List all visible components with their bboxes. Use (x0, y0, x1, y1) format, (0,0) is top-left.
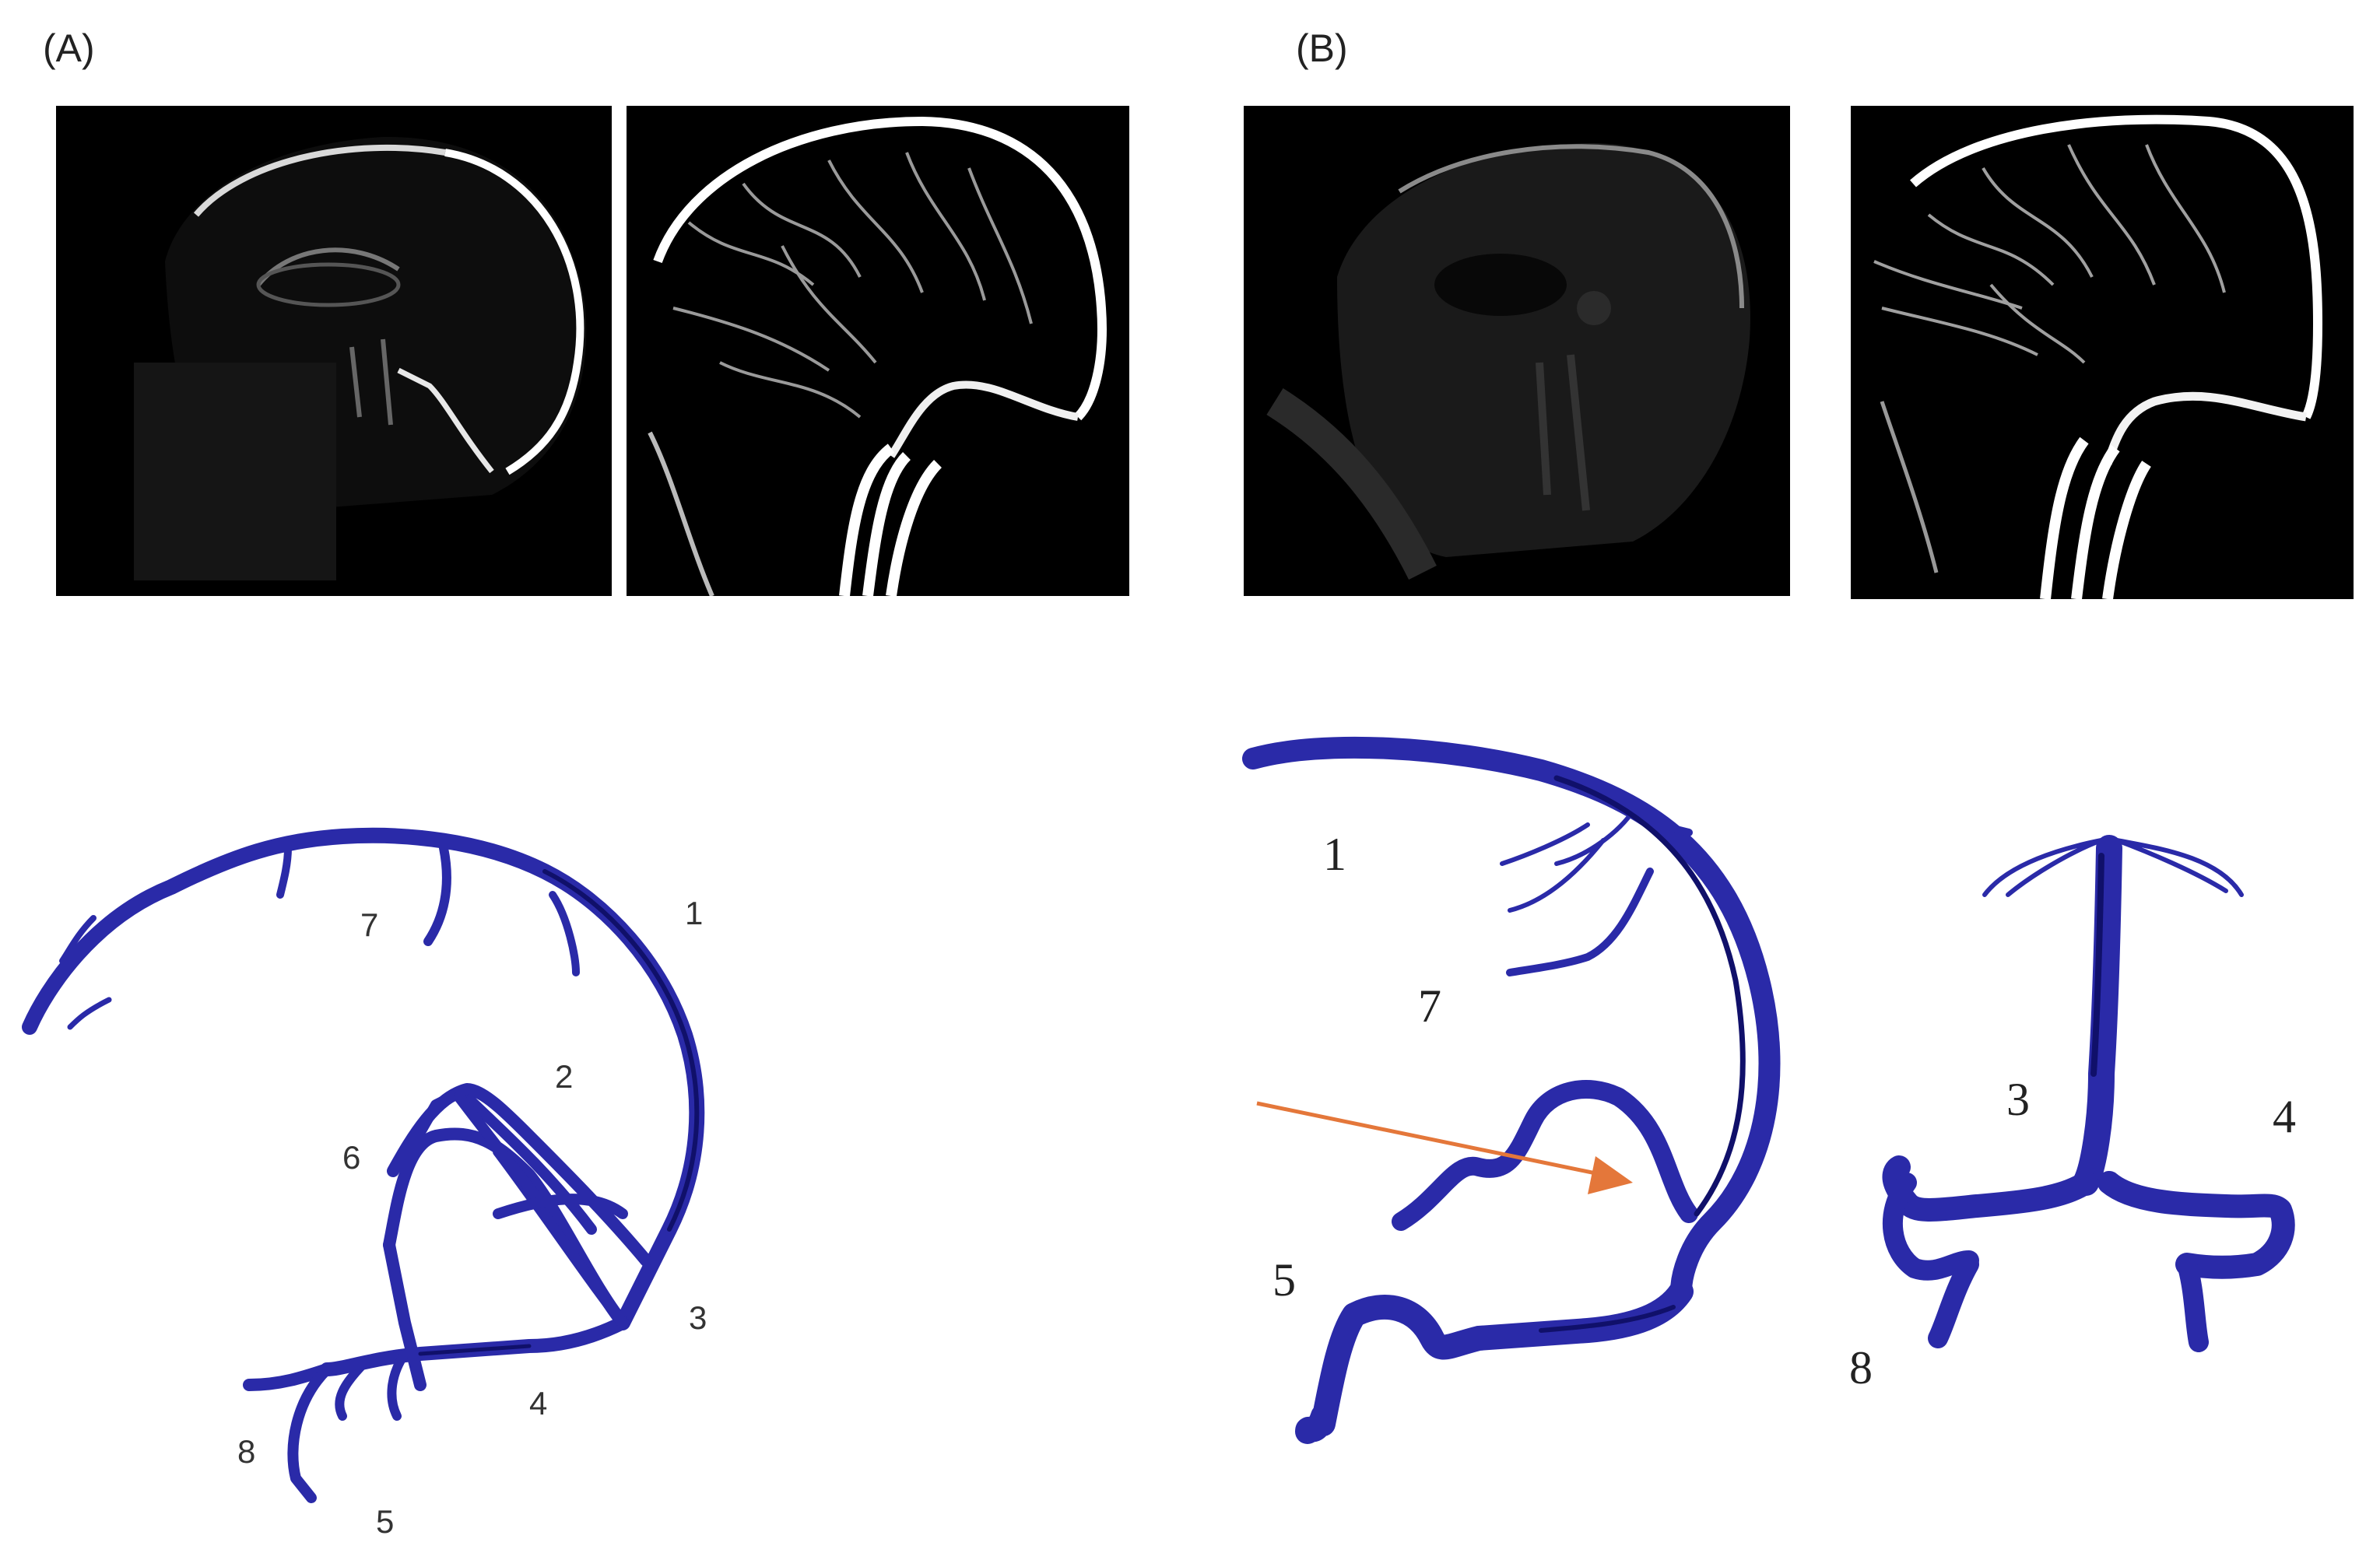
vessel-tree-b-coronal (1882, 835, 2295, 1352)
vessel-label-2: 2 (555, 1058, 573, 1095)
vessel-label-5: 5 (376, 1503, 394, 1540)
vessel-label-3: 3 (2006, 1074, 2030, 1125)
vessel-label-8: 8 (1849, 1342, 1873, 1393)
labels-a: 1 2 3 4 5 6 7 8 (237, 895, 707, 1540)
vessel-tree-b-sagittal (1242, 736, 1781, 1444)
panel-label-b: (B) (1296, 26, 1348, 70)
mrv-sagittal-image-a (627, 106, 1129, 596)
vessel-label-1: 1 (685, 895, 703, 931)
labels-b-coronal: 3 4 8 (1849, 1074, 2296, 1393)
vessel-tree-a (22, 827, 705, 1503)
mri-sagittal-image-a (56, 106, 612, 596)
vessel-label-8: 8 (237, 1433, 255, 1470)
vessel-label-5: 5 (1272, 1254, 1296, 1306)
vessel-label-7: 7 (1418, 980, 1441, 1032)
pointer-arrow (1256, 1101, 1633, 1194)
vessel-label-4: 4 (2273, 1091, 2296, 1142)
vessel-label-7: 7 (360, 906, 378, 943)
labels-b-sagittal: 1 7 5 (1272, 829, 1441, 1306)
vessel-label-4: 4 (529, 1385, 547, 1422)
mri-sagittal-image-b (1244, 106, 1790, 596)
vessel-label-6: 6 (342, 1139, 360, 1176)
mrv-sagittal-image-b (1851, 106, 2354, 599)
vessel-label-1: 1 (1323, 829, 1346, 880)
vessel-label-3: 3 (689, 1299, 707, 1336)
panel-label-a: (A) (43, 26, 95, 70)
